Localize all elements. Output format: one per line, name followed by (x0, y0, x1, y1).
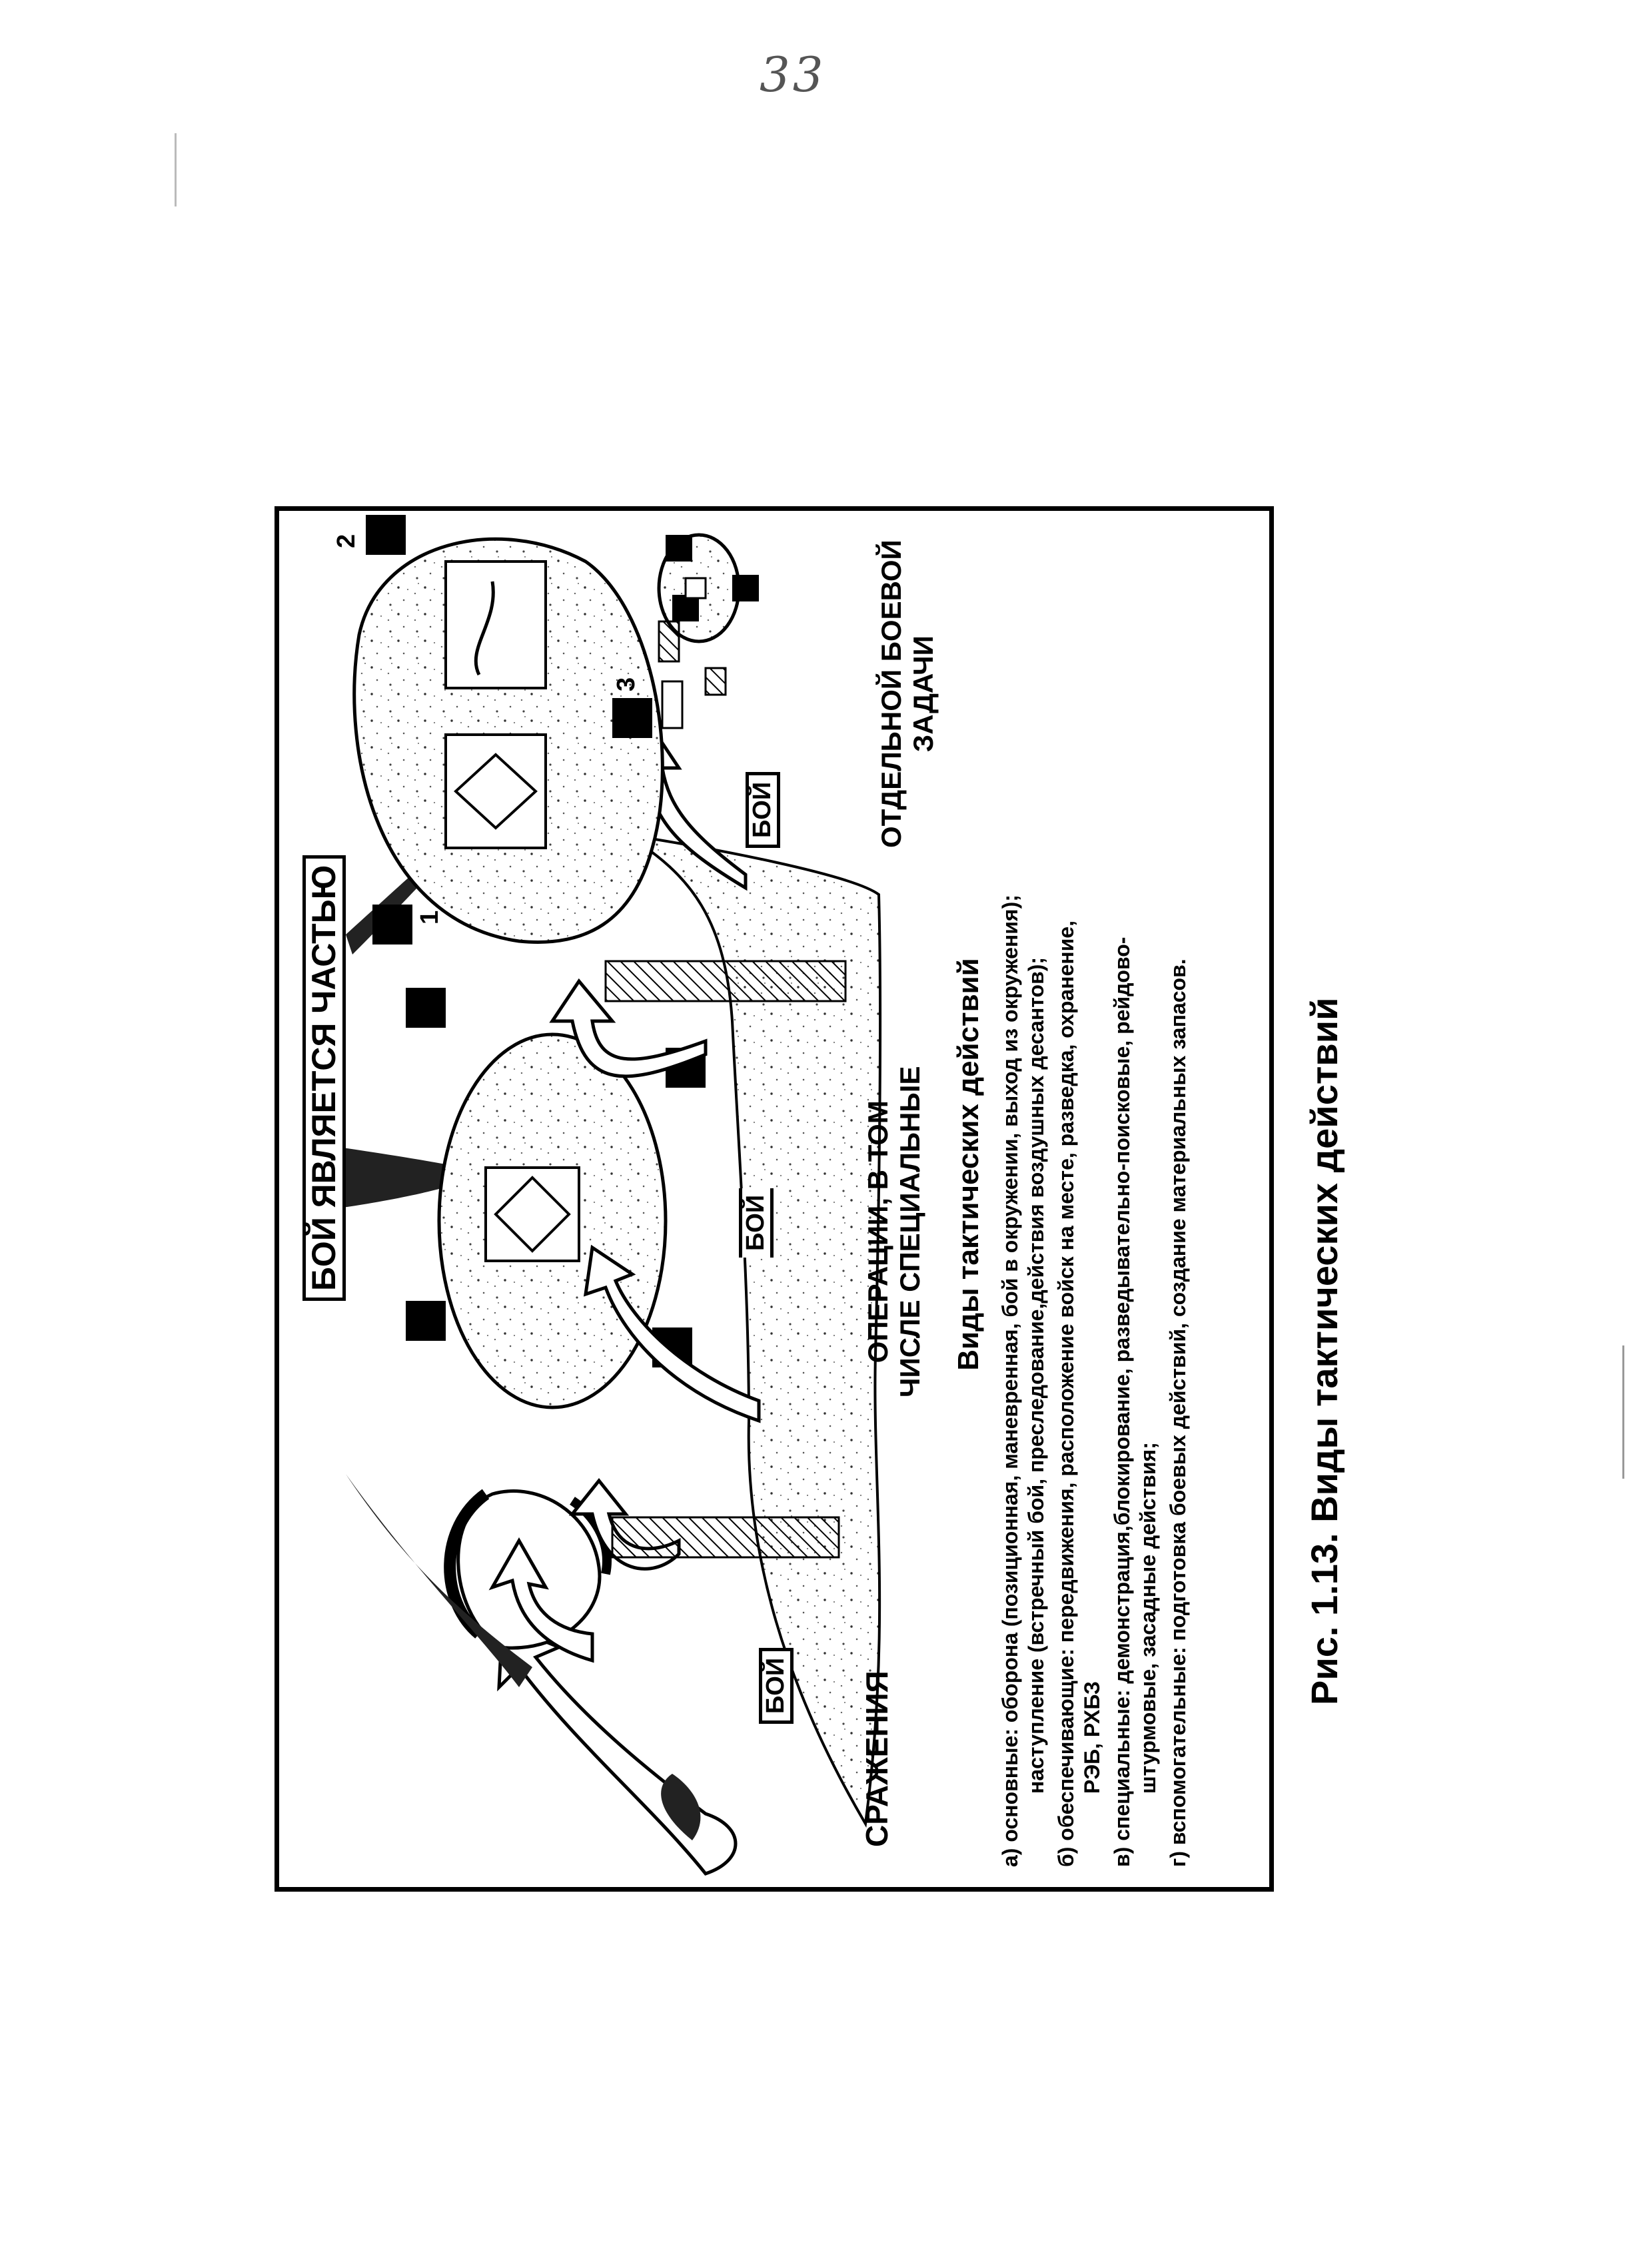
dark-smudge (661, 1774, 701, 1840)
wave-arrow-left (497, 1621, 738, 1876)
link-left (346, 1474, 532, 1687)
unit-square-2 (366, 515, 406, 555)
route-line (474, 581, 495, 676)
hatched-bar (604, 960, 847, 1002)
boi-label-middle: БОЙ (739, 1188, 774, 1258)
marker-1: 1 (416, 910, 444, 925)
legend-item-line: РЭБ, РХБЗ (1080, 1681, 1105, 1794)
small-rect (658, 620, 680, 663)
diamond-symbol (494, 1176, 571, 1253)
unit-square (672, 595, 699, 621)
legend-item: г) вспомогательные: подготовка боевых де… (1165, 515, 1191, 1867)
legend-item-line: б) обеспечивающие: передвижения, располо… (1054, 921, 1079, 1867)
legend-title: Виды тактических действий (952, 958, 985, 1371)
arrow-curve (583, 1244, 761, 1423)
battle-label: СРАЖЕНИЯ (859, 1671, 894, 1847)
boi-label-right: БОЙ (746, 771, 780, 848)
marker-2: 2 (332, 534, 360, 548)
legend-item-line: наступление (встречный бой, преследовани… (1024, 956, 1049, 1794)
scan-edge-mark (1622, 1345, 1624, 1479)
small-rect (704, 667, 727, 696)
legend-item-line: в) специальные: демонстрация,блокировани… (1110, 937, 1135, 1867)
operations-label: ОПЕРАЦИИ, В ТОМ ЧИСЛЕ СПЕЦИАЛЬНЫЕ (862, 1066, 927, 1398)
boi-label-left: БОЙ (759, 1647, 794, 1724)
separate-task-label-line: ОТДЕЛЬНОЙ БОЕВОЙ (875, 540, 907, 848)
operations-label-line: ЧИСЛЕ СПЕЦИАЛЬНЫЕ (894, 1066, 926, 1398)
link-mid (342, 1148, 492, 1208)
legend-item: в) специальные: демонстрация,блокировани… (1109, 515, 1161, 1867)
legend-item-line: штурмовые, засадные действия; (1136, 1442, 1161, 1794)
unit-square (406, 1301, 446, 1341)
small-box (684, 577, 707, 599)
marker-3: 3 (612, 677, 640, 691)
diagram-top-label: БОЙ ЯВЛЯЕТСЯ ЧАСТЬЮ (302, 855, 346, 1301)
figure-frame: БОЙ ЯВЛЯЕТСЯ ЧАСТЬЮ СРАЖЕНИЯ ОПЕРАЦИИ, В… (274, 506, 1274, 1892)
separate-task-label: ОТДЕЛЬНОЙ БОЕВОЙ ЗАДАЧИ (875, 540, 940, 848)
separate-task-label-line: ЗАДАЧИ (907, 635, 939, 753)
diamond-symbol (454, 753, 538, 830)
unit-square (732, 575, 759, 601)
unit-square-3 (612, 698, 652, 738)
rotated-figure-content: БОЙ ЯВЛЯЕТСЯ ЧАСТЬЮ СРАЖЕНИЯ ОПЕРАЦИИ, В… (279, 511, 1269, 1887)
scan-edge-mark (175, 133, 177, 206)
small-rect (661, 680, 684, 729)
tactics-diagram (342, 515, 882, 1876)
arrow-curve (549, 978, 708, 1078)
figure-caption: Рис. 1.13. Виды тактических действий (1303, 997, 1345, 1705)
battle-arrow-inner (488, 1537, 594, 1663)
page-number: 33 (760, 47, 826, 103)
unit-square-1 (372, 905, 412, 945)
legend: Виды тактических действий а) основные: о… (952, 515, 1195, 1867)
hatched-bar (611, 1516, 840, 1559)
map-box (444, 560, 547, 689)
legend-item: а) основные: оборона (позиционная, манев… (997, 515, 1049, 1867)
legend-item: б) обеспечивающие: передвижения, располо… (1053, 515, 1105, 1867)
operations-label-line: ОПЕРАЦИИ, В ТОМ (862, 1100, 893, 1363)
legend-item-line: г) вспомогательные: подготовка боевых де… (1166, 958, 1191, 1867)
unit-square (666, 535, 692, 562)
unit-square (406, 988, 446, 1028)
legend-item-line: а) основные: оборона (позиционная, манев… (998, 895, 1022, 1867)
